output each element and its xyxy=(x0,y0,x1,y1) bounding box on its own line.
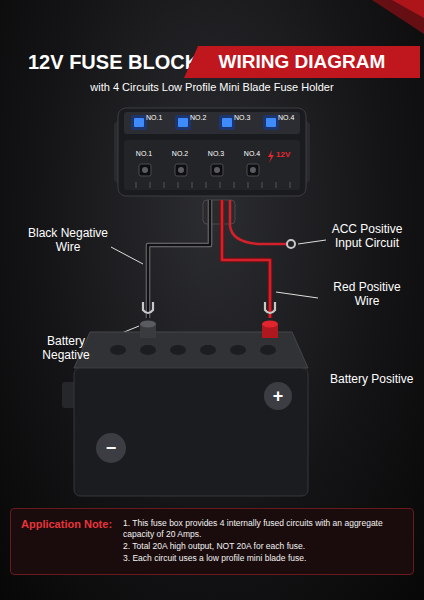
terminal-symbol-disc xyxy=(264,382,292,410)
callout-label: Battery Positive xyxy=(330,372,422,386)
vent-rib xyxy=(191,182,193,188)
wire-core xyxy=(148,200,210,318)
terminal-screw xyxy=(175,164,187,176)
leader-line xyxy=(298,240,326,244)
terminal-symbol-disc xyxy=(96,433,126,463)
red-wire xyxy=(222,200,275,318)
cell-cap xyxy=(200,345,216,355)
diagram-title: 12V FUSE BLOCK xyxy=(28,50,199,74)
note-heading: Application Note: xyxy=(21,518,119,531)
callout-label: Black Negative Wire xyxy=(26,226,110,254)
led-glow xyxy=(219,115,235,130)
wire-core xyxy=(222,200,270,318)
led-glow xyxy=(175,115,191,130)
terminal-number: NO.2 xyxy=(169,150,191,158)
housing xyxy=(118,108,306,196)
screw-head xyxy=(178,167,184,173)
cell-cap xyxy=(110,345,126,355)
wire-outline xyxy=(148,200,210,318)
screw-head xyxy=(250,167,256,173)
ring-terminal xyxy=(287,240,295,248)
terminal-number: NO.4 xyxy=(241,150,263,158)
vent-rib xyxy=(275,182,277,188)
fuse-number: NO.4 xyxy=(278,114,304,122)
band-fill xyxy=(184,46,420,78)
fuse-led xyxy=(178,118,188,127)
screw-head xyxy=(142,167,148,173)
vent-rib xyxy=(289,182,291,188)
title-band: WIRING DIAGRAM xyxy=(184,46,420,78)
cell-cap xyxy=(230,345,246,355)
corner-stripe xyxy=(372,0,424,34)
battery-case xyxy=(74,368,308,496)
lid-panel xyxy=(124,112,300,134)
bolt-icon xyxy=(268,150,274,163)
vent-rib xyxy=(149,182,151,188)
led-glow xyxy=(131,115,147,130)
callout-label: Battery Negative xyxy=(34,334,98,362)
callout-label: Red Positive Wire xyxy=(320,280,414,308)
band-title: WIRING DIAGRAM xyxy=(184,51,420,73)
screw-head xyxy=(214,167,220,173)
battery: −+ xyxy=(56,318,326,500)
vent-rib xyxy=(135,182,137,188)
negative-post-top xyxy=(140,321,156,328)
note-box: Application Note: 1. This fuse box provid… xyxy=(10,508,414,575)
fuse-led xyxy=(266,118,276,127)
polarity-sign: − xyxy=(99,436,123,460)
fuse-number: NO.3 xyxy=(234,114,260,122)
fuse-number: NO.2 xyxy=(190,114,216,122)
wire-outline xyxy=(222,200,270,318)
terminal-panel xyxy=(124,140,300,190)
vent-rib xyxy=(163,182,165,188)
fork-terminal xyxy=(143,302,153,313)
polarity-sign: + xyxy=(266,384,290,408)
terminal-screw xyxy=(211,164,223,176)
acc-wire xyxy=(230,200,287,244)
subtitle: with 4 Circuits Low Profile Mini Blade F… xyxy=(0,81,424,94)
terminal-screw xyxy=(247,164,259,176)
fuse-led xyxy=(134,118,144,127)
vent-rib xyxy=(261,182,263,188)
voltage-mark: 12V xyxy=(276,150,290,160)
vent-rib xyxy=(205,182,207,188)
cell-cap xyxy=(140,345,156,355)
battery-art xyxy=(56,318,326,500)
note-item: 3. Each circuit uses a low profile mini … xyxy=(123,553,403,564)
vent-rib xyxy=(247,182,249,188)
vent-rib xyxy=(219,182,221,188)
callout-label: ACC Positive Input Circuit xyxy=(318,222,416,250)
leader-line xyxy=(111,247,143,264)
black-wire xyxy=(143,200,210,318)
cell-cap xyxy=(170,345,186,355)
vent-rib xyxy=(233,182,235,188)
vent-rib xyxy=(177,182,179,188)
fuse-number: NO.1 xyxy=(146,114,172,122)
corner-stripe xyxy=(392,0,424,18)
fork-terminal xyxy=(265,302,275,313)
led-glow xyxy=(263,115,279,130)
note-item: 1. This fuse box provides 4 internally f… xyxy=(123,518,403,540)
fuse-led xyxy=(222,118,232,127)
leader-line xyxy=(276,292,318,298)
terminal-number: NO.3 xyxy=(205,150,227,158)
terminal-number: NO.1 xyxy=(133,150,155,158)
terminal-screw xyxy=(139,164,151,176)
note-item: 2. Total 20A high output, NOT 20A for ea… xyxy=(123,541,403,552)
positive-post-top xyxy=(262,321,278,328)
cell-cap xyxy=(260,345,276,355)
